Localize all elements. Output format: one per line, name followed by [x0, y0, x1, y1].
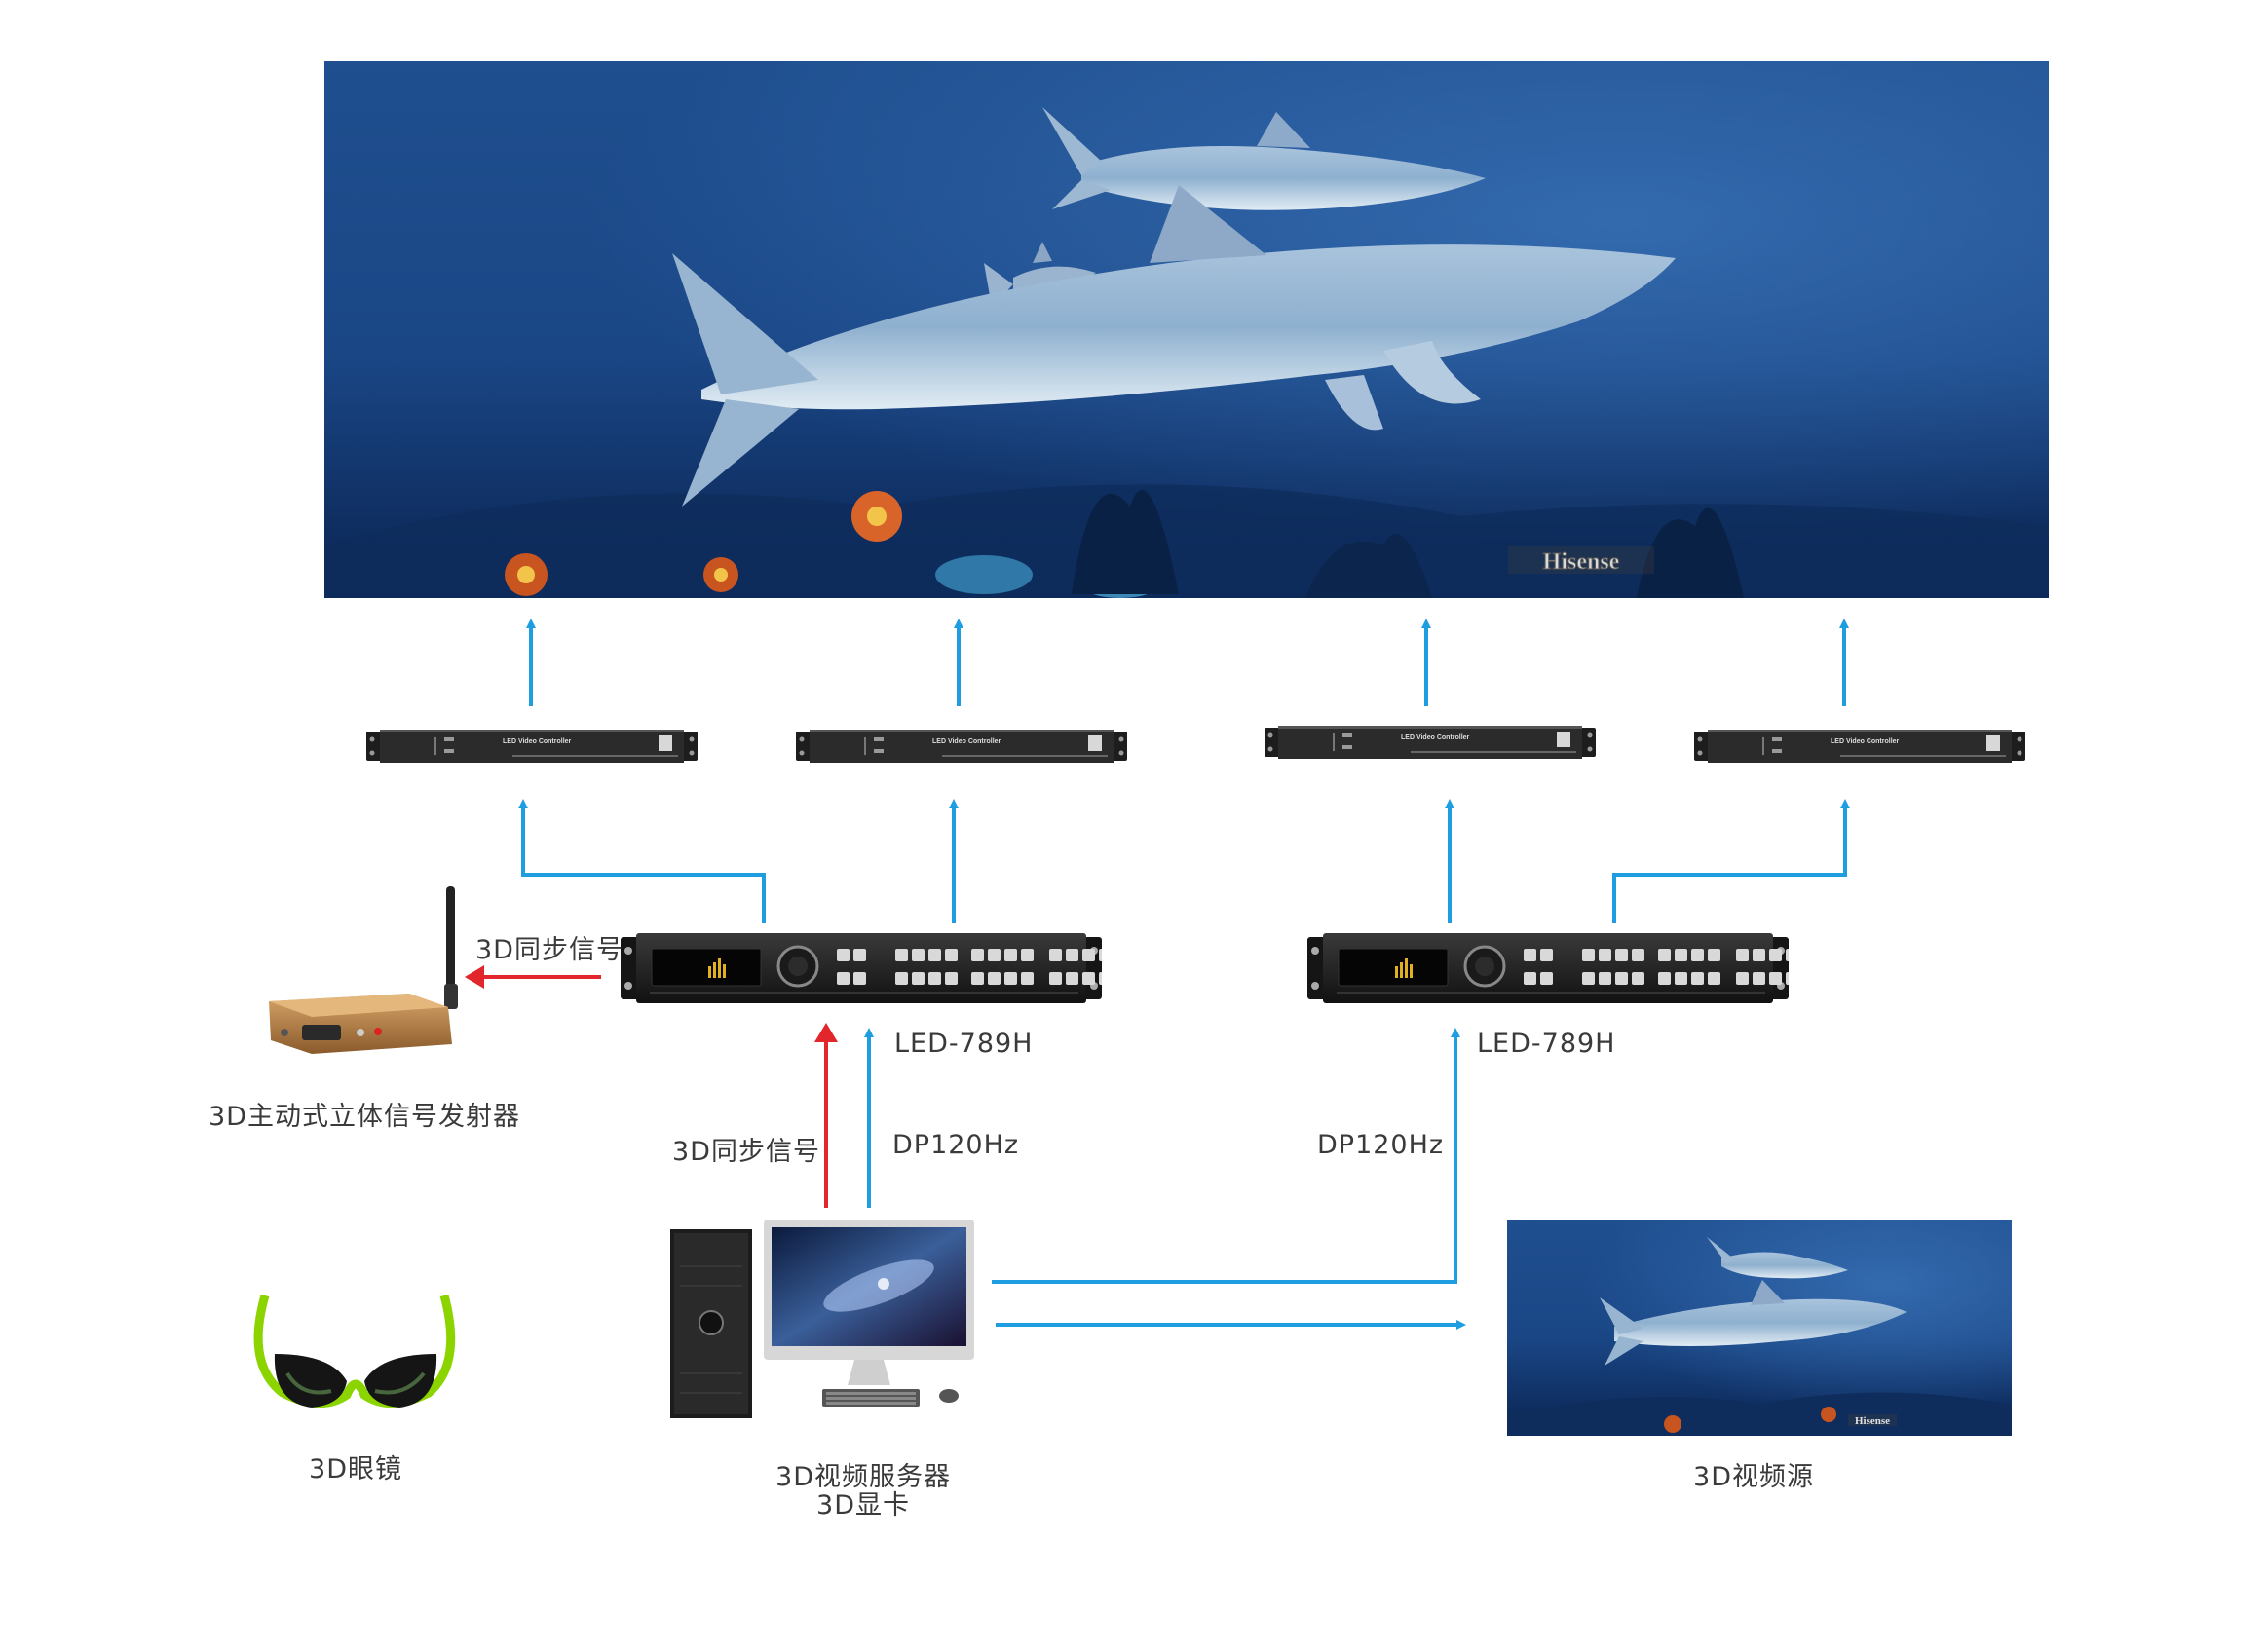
sync-signal-label: 3D同步信号 [672, 1137, 820, 1167]
server-label-line1: 3D视频服务器 [775, 1462, 951, 1492]
sync-lines [465, 965, 838, 1208]
3d-glasses-icon [253, 1294, 456, 1408]
signal-lines [518, 619, 1850, 1330]
sync-signal-label-top: 3D同步信号 [475, 935, 623, 965]
processor-right-model: LED-789H [1477, 1029, 1616, 1059]
source-watermark: Hisense [1855, 1415, 1890, 1427]
led-video-processor [621, 927, 1112, 1007]
3d-video-source-preview: Hisense [1507, 1220, 2012, 1436]
dp-label-right: DP120Hz [1317, 1130, 1445, 1160]
monitor-icon [764, 1220, 974, 1407]
processor-left-model: LED-789H [894, 1029, 1034, 1059]
3d-signal-emitter [269, 886, 458, 1054]
controller-label: LED Video Controller [932, 738, 1001, 745]
dp-label-left: DP120Hz [892, 1130, 1020, 1160]
led-video-controller: LED Video Controller [1694, 726, 2025, 769]
led-video-controller: LED Video Controller [366, 726, 698, 769]
controller-label: LED Video Controller [1401, 734, 1470, 741]
screen-watermark: Hisense [1543, 549, 1620, 575]
glasses-label: 3D眼镜 [309, 1454, 402, 1484]
led-video-processor [1307, 927, 1798, 1007]
controller-label: LED Video Controller [503, 738, 572, 745]
led-screen: Hisense [324, 61, 2049, 598]
shark-large [672, 185, 1676, 507]
led-video-controller: LED Video Controller [1265, 722, 1596, 765]
source-label: 3D视频源 [1693, 1462, 1814, 1492]
pc-tower [670, 1229, 752, 1418]
led-video-controller: LED Video Controller [796, 726, 1127, 769]
emitter-label: 3D主动式立体信号发射器 [208, 1102, 520, 1132]
controller-label: LED Video Controller [1831, 738, 1900, 745]
server-label-line2: 3D显卡 [816, 1490, 910, 1521]
coral-decor [505, 489, 1744, 598]
